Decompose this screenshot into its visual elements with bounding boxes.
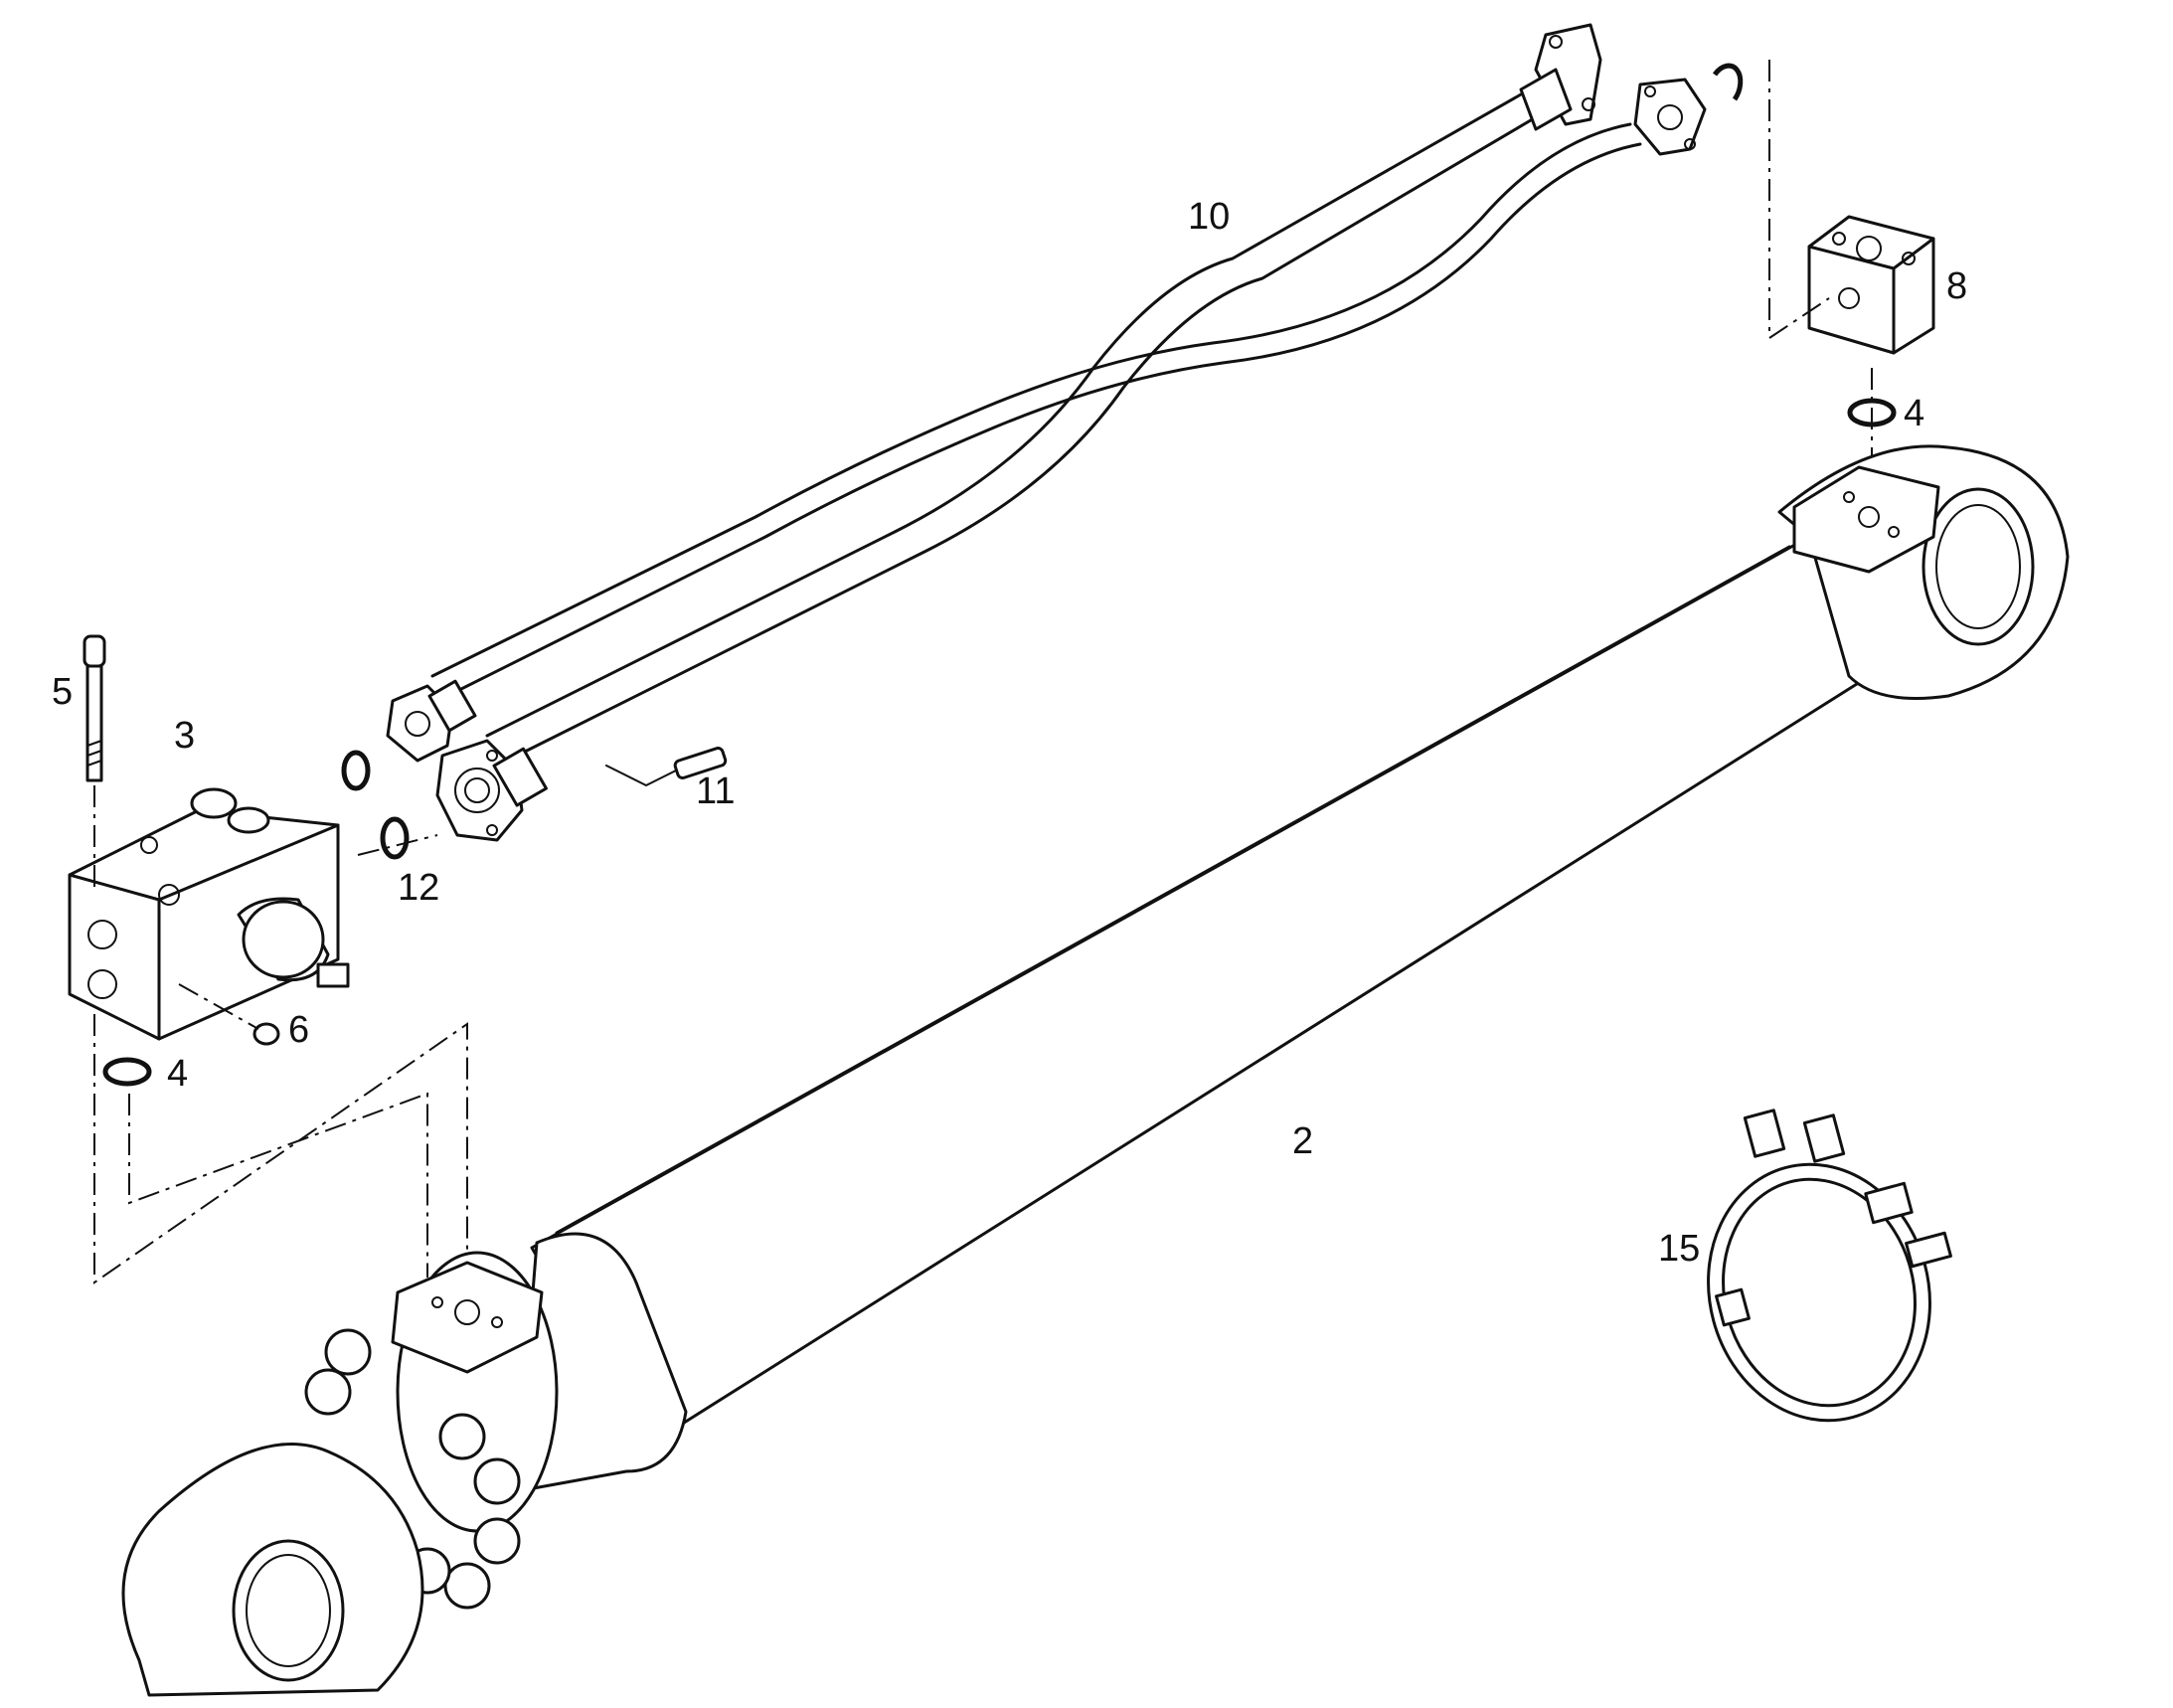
o-ring-top <box>1712 63 1744 101</box>
callout-8: 8 <box>1946 265 1967 307</box>
hydraulic-cylinder <box>121 444 2070 1697</box>
callout-5: 5 <box>52 671 73 713</box>
bolt-5 <box>83 634 106 890</box>
hose-flange-upper-b <box>1633 78 1707 156</box>
callout-4-lower: 4 <box>167 1053 188 1095</box>
plug-6 <box>178 983 280 1046</box>
hose-flange-lower-a <box>386 679 477 763</box>
bolt-11 <box>605 747 728 786</box>
hose-flange-upper-a <box>1519 23 1602 131</box>
o-ring-4-lower <box>102 1057 152 1087</box>
callout-12: 12 <box>398 867 439 909</box>
o-ring-small-12 <box>341 750 371 791</box>
valve-block <box>68 787 350 1041</box>
callout-15: 15 <box>1658 1228 1700 1270</box>
callout-labels: 2 3 4 4 5 6 8 10 11 12 15 <box>52 196 1967 1270</box>
callout-6: 6 <box>288 1009 309 1051</box>
manifold-block-8 <box>1807 215 1935 355</box>
hose-clamp-15 <box>1707 1109 1952 1423</box>
hose-flange-lower-b <box>435 739 548 842</box>
hose-assembly <box>430 92 1642 758</box>
callout-2: 2 <box>1292 1120 1313 1162</box>
o-ring-12 <box>380 816 410 860</box>
callout-11: 11 <box>696 770 735 812</box>
callout-4-upper: 4 <box>1904 393 1924 434</box>
callout-10: 10 <box>1188 196 1230 238</box>
connection-lines <box>93 60 1873 1292</box>
callout-3: 3 <box>174 715 195 757</box>
